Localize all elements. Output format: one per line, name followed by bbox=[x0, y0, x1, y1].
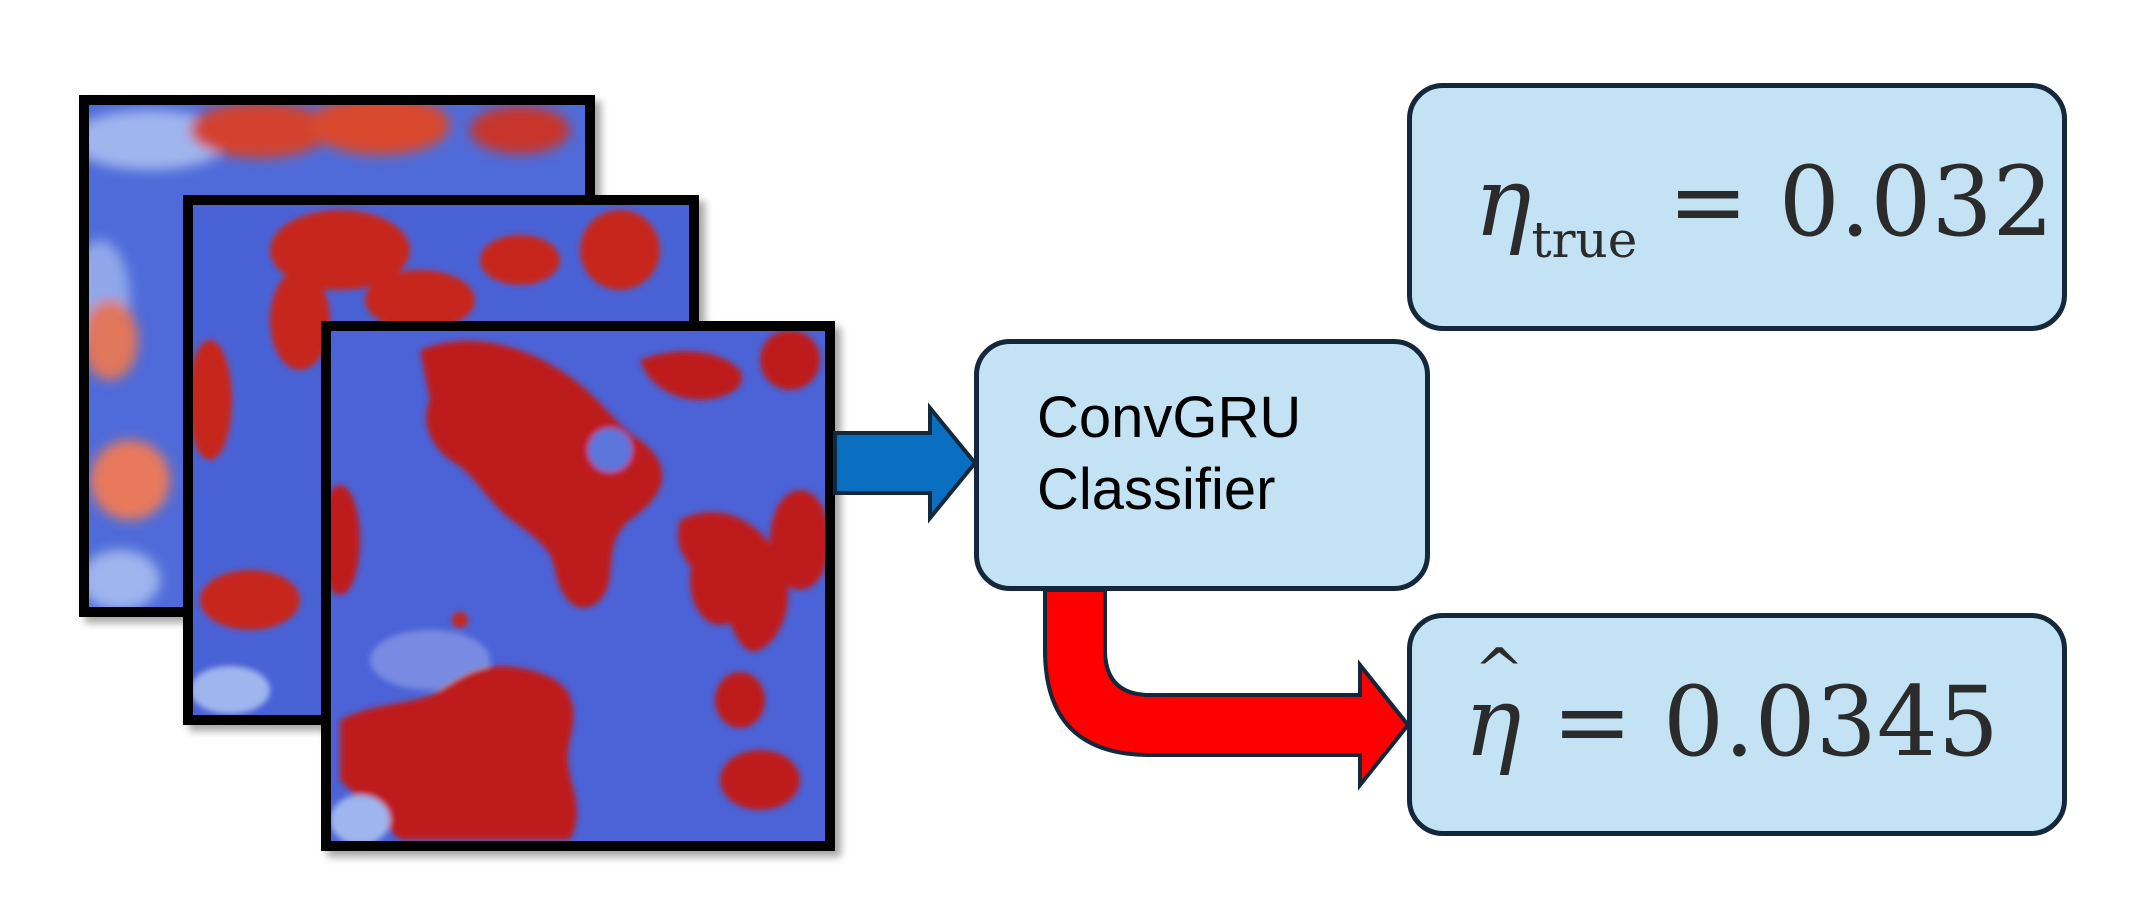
eta-hat-box: ^η = 0.0345 bbox=[1407, 613, 2067, 836]
classifier-label: ConvGRU Classifier bbox=[1037, 382, 1301, 526]
classifier-label-line2: Classifier bbox=[1037, 457, 1276, 522]
equals-sign: = bbox=[1552, 666, 1633, 778]
eta-symbol: η bbox=[1474, 146, 1532, 258]
eta-hat-value: 0.0345 bbox=[1662, 666, 1999, 778]
output-arrow bbox=[1043, 588, 1411, 791]
equals-sign: = bbox=[1667, 146, 1749, 258]
classifier-label-line1: ConvGRU bbox=[1037, 385, 1302, 450]
eta-symbol: η bbox=[1464, 666, 1522, 778]
eta-hat-symbol: ^η bbox=[1464, 636, 1524, 778]
eta-hat-equation: ^η = 0.0345 bbox=[1464, 636, 1999, 778]
classifier-box: ConvGRU Classifier bbox=[974, 339, 1430, 591]
eta-true-box: ηtrue = 0.032 bbox=[1407, 83, 2067, 331]
eta-true-equation: ηtrue = 0.032 bbox=[1474, 146, 2054, 269]
hat-accent: ^ bbox=[1474, 636, 1525, 706]
eta-true-value: 0.032 bbox=[1778, 146, 2054, 258]
input-arrow bbox=[833, 402, 978, 524]
snapshot-frame-front bbox=[321, 321, 835, 851]
eta-subscript: true bbox=[1531, 211, 1638, 269]
